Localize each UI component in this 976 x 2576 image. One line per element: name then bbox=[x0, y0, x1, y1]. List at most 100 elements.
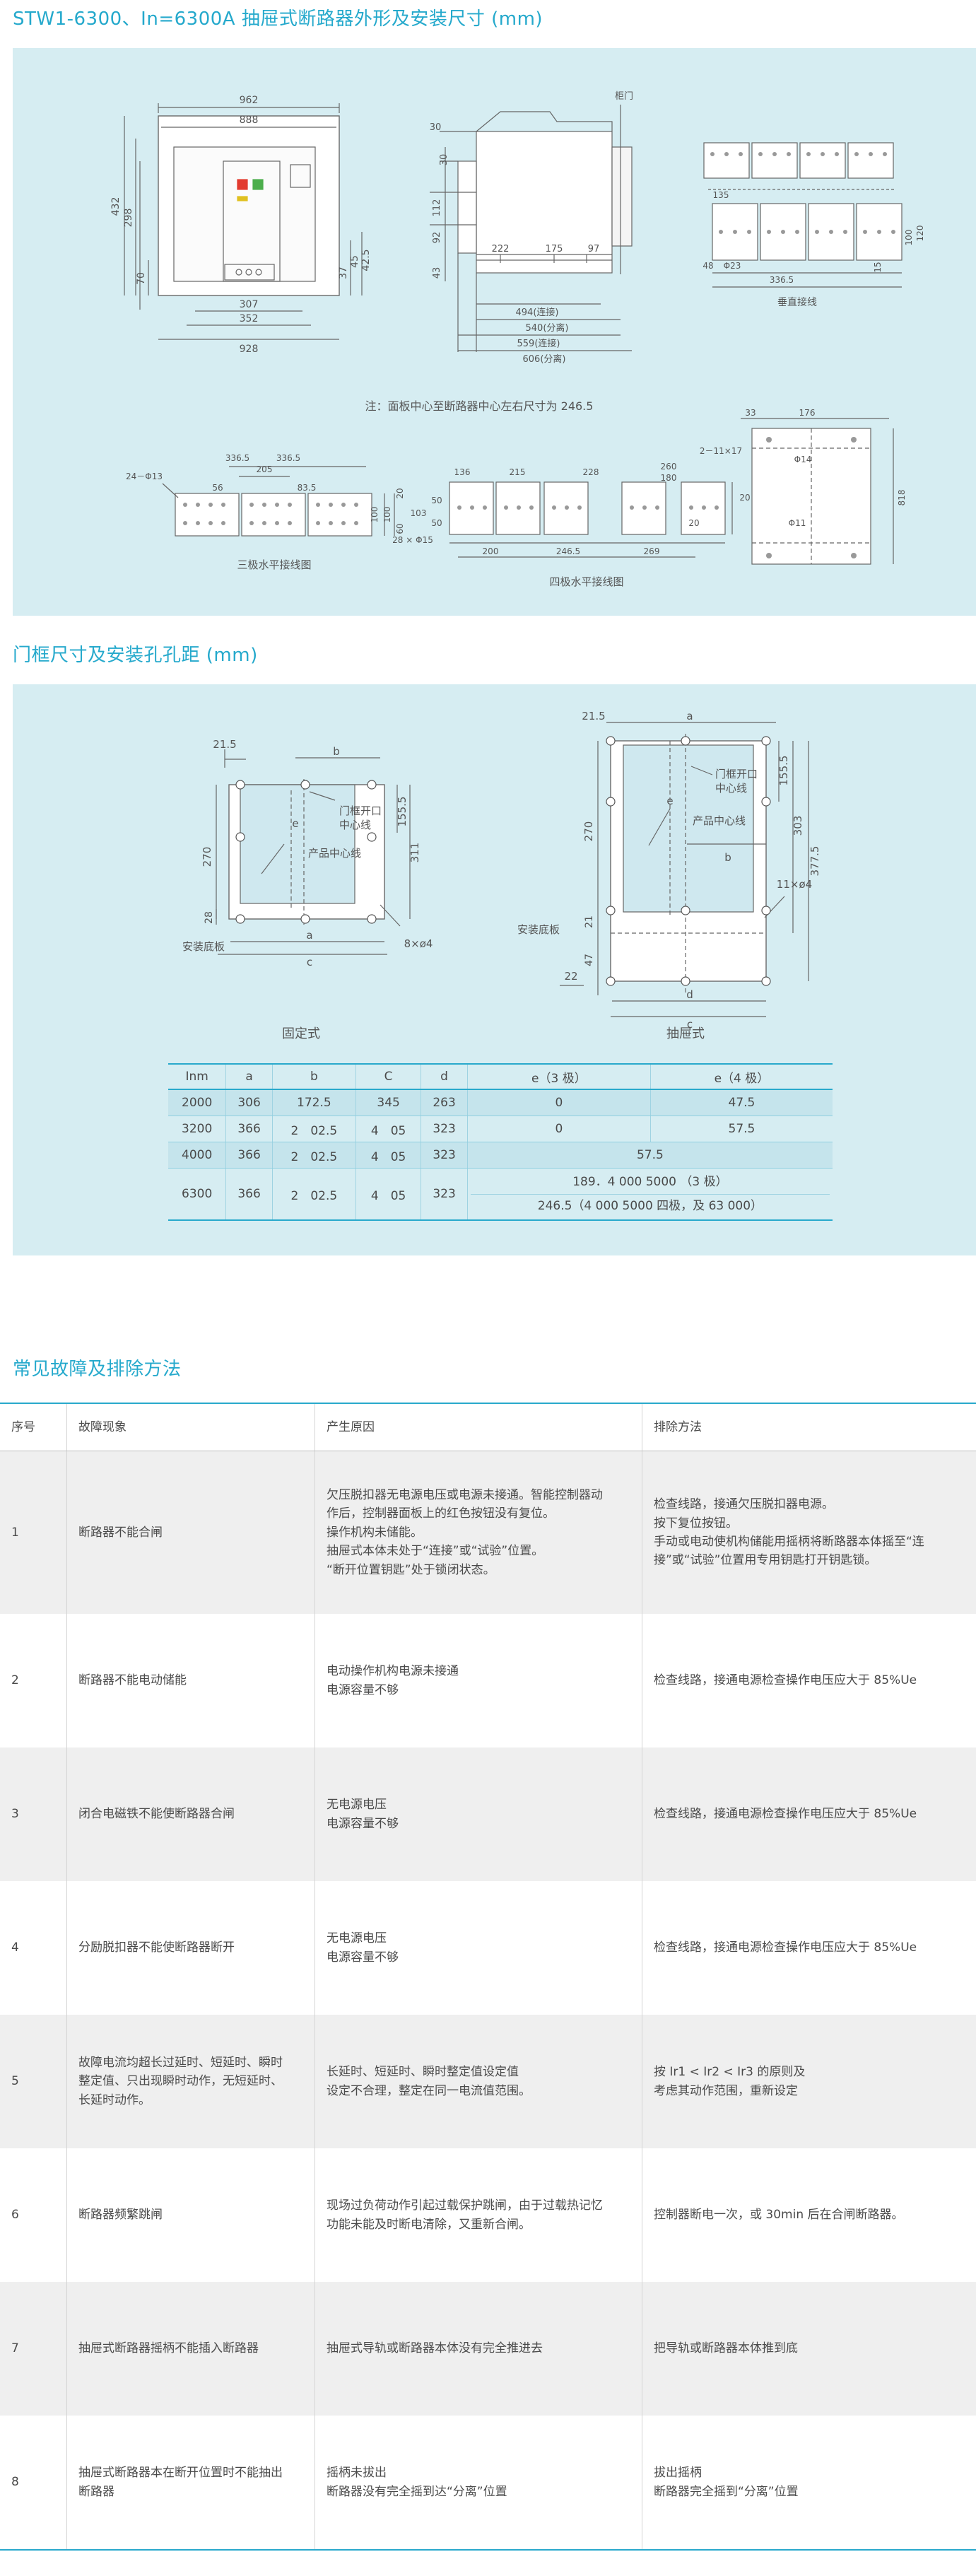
th-c: C bbox=[355, 1063, 421, 1090]
four-dim-50a: 50 bbox=[431, 496, 442, 505]
row-cause: 现场过负荷动作引起过载保护跳闸，由于过载热记忆 功能未能及时断电清除，又重新合闸… bbox=[314, 2148, 642, 2282]
drawout-dim-47: 47 bbox=[584, 954, 595, 966]
row-no: 7 bbox=[0, 2282, 67, 2416]
fixed-dim-311: 311 bbox=[408, 843, 421, 863]
fix-line: 检查线路，接通电源检查操作电压应大于 85%Ue bbox=[654, 1940, 917, 1955]
three-dim-100a: 100 bbox=[370, 507, 380, 523]
row-no: 4 bbox=[0, 1881, 67, 2015]
table-row: 4 分励脱扣器不能使断路器断开 无电源电压 电源容量不够 检查线路，接通电源检查… bbox=[0, 1881, 976, 2015]
four-dim-260: 260 bbox=[661, 462, 677, 472]
fixed-center-label-3: 产品中心线 bbox=[308, 847, 361, 860]
side-dim-92: 92 bbox=[432, 232, 442, 244]
row-fix: 检查线路，接通电源检查操作电压应大于 85%Ue bbox=[642, 1747, 976, 1881]
three-dim-205: 205 bbox=[257, 464, 273, 474]
vertical-dim-48: 48 bbox=[702, 261, 713, 271]
table-cell-line: 246.5（4 000 5000 四极，及 63 000） bbox=[470, 1193, 830, 1217]
cause-line: 电源容量不够 bbox=[327, 1816, 399, 1831]
fix-line: 检查线路，接通电源检查操作电压应大于 85%Ue bbox=[654, 1673, 917, 1688]
front-view-drawing bbox=[124, 103, 363, 340]
row-symptom: 故障电流均超长过延时、短延时、瞬时 整定值、只出现瞬时动作，无短延时、 长延时动… bbox=[66, 2015, 315, 2148]
table-cell: 47.5 bbox=[649, 1089, 833, 1116]
cause-line: 长延时、短延时、瞬时整定值设定值 bbox=[327, 2065, 519, 2080]
side-dim-606: 606(分离) bbox=[523, 353, 566, 365]
drawout-center-label-1: 门框开口 bbox=[715, 768, 758, 780]
row-fix: 把导轨或断路器本体推到底 bbox=[642, 2282, 976, 2416]
table-row: 3200 366 2 02.5 4 05 323 0 57.5 bbox=[168, 1116, 833, 1142]
section1-title: STW1-6300、In=6300A 抽屉式断路器外形及安装尺寸 (mm) bbox=[13, 8, 543, 30]
mounting-plate-drawing bbox=[741, 418, 894, 565]
row-cause: 无电源电压 电源容量不够 bbox=[314, 1747, 642, 1881]
table-row: 2000 306 172.5 345 263 0 47.5 bbox=[168, 1089, 833, 1116]
table-row: 5 故障电流均超长过延时、短延时、瞬时 整定值、只出现瞬时动作，无短延时、 长延… bbox=[0, 2015, 976, 2148]
fixed-dim-a: a bbox=[306, 929, 312, 942]
side-dim-559: 559(连接) bbox=[517, 338, 560, 349]
cause-line: 电动操作机构电源未接通 bbox=[327, 1664, 459, 1679]
side-dim-222: 222 bbox=[492, 244, 510, 254]
vertical-dim-phi23: Φ23 bbox=[724, 261, 741, 271]
three-dim-60: 60 bbox=[395, 523, 405, 534]
table-row: 6300 366 2 02.5 4 05 323 189．4 000 5000 … bbox=[168, 1168, 833, 1221]
four-dim-180: 180 bbox=[661, 473, 677, 483]
fixed-dim-28: 28 bbox=[204, 911, 215, 924]
table-row: 1 断路器不能合闸 欠压脱扣器无电源电压或电源未接通。智能控制器动 作后，控制器… bbox=[0, 1451, 976, 1614]
table-cell: 2 02.5 bbox=[271, 1168, 356, 1221]
th-inm: Inm bbox=[168, 1063, 226, 1090]
fixed-plate-label: 安装底板 bbox=[182, 940, 225, 953]
drawout-dim-21-5: 21.5 bbox=[582, 710, 605, 722]
row-fix: 检查线路，接通电源检查操作电压应大于 85%Ue bbox=[642, 1881, 976, 2015]
row-no: 3 bbox=[0, 1747, 67, 1881]
drawout-dim-270: 270 bbox=[582, 821, 595, 842]
fixed-dim-155-5: 155.5 bbox=[396, 797, 408, 827]
outline-drawings: 962 888 307 352 928 432 298 70 37 45 42.… bbox=[110, 91, 925, 588]
row-fix: 按 Ir1 < Ir2 < Ir3 的原则及 考虑其动作范围，重新设定 bbox=[642, 2015, 976, 2148]
three-pole-caption: 三极水平接线图 bbox=[237, 558, 311, 571]
fixed-caption: 固定式 bbox=[282, 1026, 320, 1041]
table-cell: 2000 bbox=[168, 1089, 226, 1116]
drawout-dim-377-5: 377.5 bbox=[809, 846, 821, 877]
vertical-dim-15: 15 bbox=[873, 262, 883, 272]
row-symptom: 断路器不能电动储能 bbox=[66, 1614, 315, 1747]
table-cell: 4 05 bbox=[355, 1168, 421, 1221]
side-view-drawing bbox=[430, 105, 633, 352]
plate-dim-2x11x17: 2－11×17 bbox=[700, 446, 742, 456]
front-dim-888: 888 bbox=[240, 115, 259, 126]
side-dim-97: 97 bbox=[588, 244, 600, 254]
cause-line: 抽屉式本体未处于“连接”或“试验”位置。 bbox=[327, 1544, 544, 1559]
drawout-dim-21: 21 bbox=[584, 915, 595, 928]
fix-line: 把导轨或断路器本体推到底 bbox=[654, 2341, 798, 2356]
fixed-dim-b: b bbox=[333, 745, 340, 758]
three-dim-336-5b: 336.5 bbox=[276, 453, 300, 463]
three-pole-drawing bbox=[162, 466, 395, 537]
drawout-dim-b: b bbox=[724, 851, 731, 864]
drawout-dim-a: a bbox=[686, 710, 693, 722]
four-dim-20: 20 bbox=[739, 493, 750, 503]
table-cell: 0 bbox=[466, 1116, 651, 1142]
row-cause: 长延时、短延时、瞬时整定值设定值 设定不合理，整定在同一电流值范围。 bbox=[314, 2015, 642, 2148]
th-e3: e（3 极） bbox=[466, 1063, 651, 1090]
table-row: 3 闭合电磁铁不能使断路器合闸 无电源电压 电源容量不够 检查线路，接通电源检查… bbox=[0, 1747, 976, 1881]
front-dim-928: 928 bbox=[240, 344, 259, 355]
vertical-dim-135: 135 bbox=[713, 190, 729, 200]
row-fix: 拔出摇柄 断路器完全摇到“分离”位置 bbox=[642, 2416, 976, 2551]
row-symptom: 分励脱扣器不能使断路器断开 bbox=[66, 1881, 315, 2015]
row-symptom: 抽屉式断路器本在断开位置时不能抽出 断路器 bbox=[66, 2416, 315, 2551]
row-cause: 抽屉式导轨或断路器本体没有完全推进去 bbox=[314, 2282, 642, 2416]
cause-line: 无电源电压 bbox=[327, 1931, 387, 1946]
front-dim-307: 307 bbox=[240, 299, 259, 310]
outline-dimensions-panel: 962 888 307 352 928 432 298 70 37 45 42.… bbox=[13, 48, 976, 616]
table-cell: 263 bbox=[421, 1089, 468, 1116]
four-dim-28-phi15: 28 × Φ15 bbox=[392, 535, 433, 545]
th-no: 序号 bbox=[0, 1403, 67, 1451]
side-dim-112: 112 bbox=[432, 199, 442, 217]
symptom-line: 断路器 bbox=[78, 2484, 114, 2499]
symptom-line: 整定值、只出现瞬时动作，无短延时、 bbox=[78, 2074, 283, 2089]
row-cause: 欠压脱扣器无电源电压或电源未接通。智能控制器动 作后，控制器面板上的红色按钮没有… bbox=[314, 1451, 642, 1614]
drawout-plate-label: 安装底板 bbox=[517, 923, 560, 936]
fixed-hole-spec: 8×ø4 bbox=[404, 937, 433, 950]
fix-line: 控制器断电一次，或 30min 后在合闸断路器。 bbox=[654, 2208, 904, 2223]
table-cell: 172.5 bbox=[271, 1089, 356, 1116]
mounting-plate-holes bbox=[766, 437, 857, 558]
four-pole-holes bbox=[457, 505, 719, 510]
table-row: 4000 366 2 02.5 4 05 323 57.5 bbox=[168, 1142, 833, 1169]
door-frame-drawings: 21.5 b e a c 270 155.5 311 28 8×ø4 安装底板 … bbox=[182, 710, 821, 1041]
